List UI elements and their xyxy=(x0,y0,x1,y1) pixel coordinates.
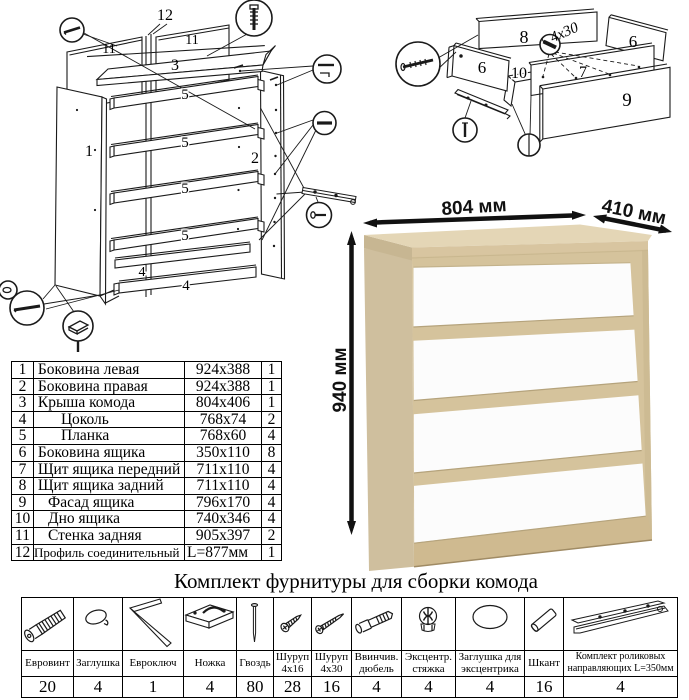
svg-text:8: 8 xyxy=(520,27,529,47)
svg-text:12: 12 xyxy=(157,7,173,24)
svg-text:3: 3 xyxy=(171,57,179,74)
svg-text:4: 4 xyxy=(139,265,146,280)
svg-text:2: 2 xyxy=(251,150,259,167)
svg-text:940 мм: 940 мм xyxy=(330,347,351,412)
svg-text:5: 5 xyxy=(181,135,189,151)
svg-text:6: 6 xyxy=(629,32,638,51)
svg-text:11: 11 xyxy=(102,42,115,57)
svg-text:1: 1 xyxy=(85,143,93,160)
svg-text:9: 9 xyxy=(622,90,632,111)
svg-text:7: 7 xyxy=(579,64,587,81)
svg-text:11: 11 xyxy=(185,33,198,48)
svg-text:804 мм: 804 мм xyxy=(441,195,507,220)
svg-text:5: 5 xyxy=(181,181,189,197)
svg-text:10: 10 xyxy=(511,65,527,82)
svg-text:4: 4 xyxy=(182,278,190,294)
svg-text:6: 6 xyxy=(478,58,487,77)
svg-text:5: 5 xyxy=(181,87,189,103)
svg-text:5: 5 xyxy=(181,228,189,244)
